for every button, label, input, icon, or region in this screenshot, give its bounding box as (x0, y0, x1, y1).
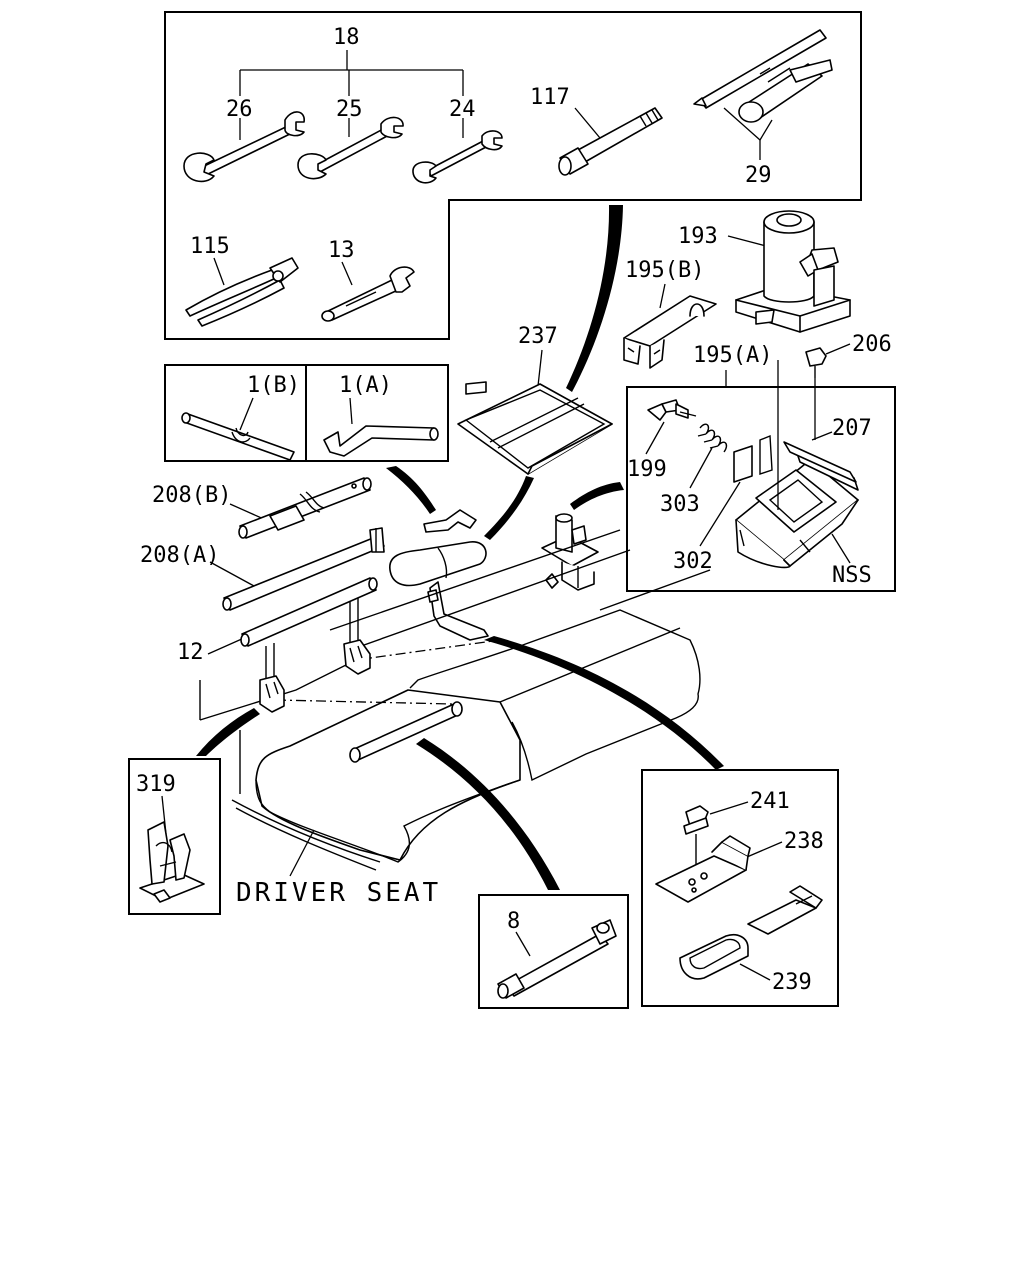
seat-icon (199, 529, 711, 871)
box-wrench-8-icon (497, 919, 617, 999)
label-241: 241 (750, 789, 790, 814)
wrench-25-icon (297, 116, 404, 180)
bolt-206-icon (805, 347, 827, 378)
bolt-241-icon (683, 805, 709, 876)
label-18: 18 (333, 25, 360, 50)
label-26: 26 (226, 97, 253, 122)
latch-clip-icon (747, 885, 823, 935)
jack-handle-1b-icon (181, 412, 295, 461)
box-wrench-bar-icon (349, 701, 463, 763)
label-29: 29 (745, 163, 772, 188)
label-115: 115 (190, 234, 230, 259)
tool-tray-237-icon (457, 381, 613, 475)
label-nss: NSS (832, 563, 872, 588)
storage-detail-frame (626, 386, 896, 592)
pliers-115-icon (185, 257, 299, 327)
wrench-26-icon (183, 111, 305, 183)
adjustable-wrench-13-icon (321, 266, 415, 322)
bracket-195b-icon (623, 295, 717, 369)
clamp-right-icon (343, 598, 371, 675)
clamp-detail-frame (128, 758, 221, 915)
clamp-319-icon (139, 821, 205, 903)
label-207: 207 (832, 416, 872, 441)
label-193: 193 (678, 224, 718, 249)
label-199: 199 (627, 457, 667, 482)
handle-piece-icon (423, 509, 477, 533)
storage-box-nss-icon (733, 434, 859, 569)
label-117: 117 (530, 85, 570, 110)
label-25: 25 (336, 97, 363, 122)
label-302: 302 (673, 549, 713, 574)
socket-117-icon (558, 107, 663, 176)
spring-303-icon (697, 423, 728, 453)
label-1b: 1(B) (247, 373, 300, 398)
latch-loop-239-icon (679, 933, 749, 980)
driver-seat-caption: DRIVER SEAT (236, 878, 441, 908)
latch-plate-238-icon (655, 835, 751, 903)
label-29-leader (723, 107, 773, 160)
label-18-bracket (239, 50, 464, 140)
tube-12-icon (240, 577, 378, 647)
wrench-24-icon (412, 130, 503, 184)
callout-arc-tray (484, 476, 534, 540)
tool-29-icon (693, 29, 833, 123)
clamp-left-icon (259, 643, 285, 713)
label-24: 24 (449, 97, 476, 122)
tube-208a-icon (222, 527, 385, 611)
label-13: 13 (328, 238, 355, 263)
tool-bag-icon (389, 541, 487, 587)
label-319: 319 (136, 772, 176, 797)
jack-mount-icon (541, 513, 599, 591)
label-195a: 195(A) (693, 343, 772, 368)
tube-208b-icon (238, 477, 372, 539)
latch-detail-frame (641, 769, 839, 1007)
callout-arc-tools (566, 205, 623, 392)
label-238: 238 (784, 829, 824, 854)
label-195b: 195(B) (625, 258, 704, 283)
label-1a: 1(A) (339, 373, 392, 398)
wing-bolt-199-icon (647, 399, 697, 421)
label-12: 12 (177, 640, 204, 665)
callout-arc-wrench-8 (416, 738, 560, 890)
wrench-8-frame (478, 894, 629, 1009)
label-8: 8 (507, 909, 520, 934)
label-237: 237 (518, 324, 558, 349)
callout-arc-clamp-319 (196, 708, 260, 756)
jack-handle-1a-icon (323, 425, 439, 457)
label-303: 303 (660, 492, 700, 517)
label-239: 239 (772, 970, 812, 995)
label-206: 206 (852, 332, 892, 357)
bottle-jack-193-icon (735, 210, 851, 333)
tool-set-frame (164, 11, 862, 340)
callout-arc-jack (570, 482, 624, 510)
label-208b: 208(B) (152, 483, 231, 508)
label-208a: 208(A) (140, 543, 219, 568)
callout-arc-handle (386, 466, 436, 514)
